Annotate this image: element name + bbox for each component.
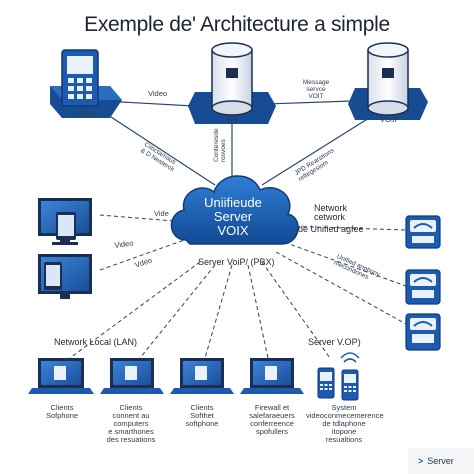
laptop-icon — [28, 358, 94, 394]
client-label-4: Firewall et salefaraeuers conferreence s… — [249, 403, 295, 436]
ip-phone-3[interactable] — [405, 313, 441, 351]
mobile-phones[interactable] — [317, 352, 360, 401]
laptop-4[interactable] — [240, 358, 304, 394]
wifi-icon — [340, 352, 360, 363]
ip-phone-1[interactable] — [405, 215, 441, 249]
tablet-icon — [56, 212, 76, 240]
footer-bar — [408, 448, 474, 474]
ip-phone-icon — [405, 269, 441, 305]
server-voip-lower-label: Server V.OP) — [308, 337, 361, 347]
left-device-upper[interactable] — [38, 198, 92, 245]
database-label: QS — [227, 115, 238, 124]
cloud-label: Uniifieude Server VOIX — [178, 196, 288, 238]
cloud-line-2: Server — [213, 209, 253, 224]
client-label-3: Clients Softhet softphone — [185, 403, 219, 428]
cloud-line-1: Uniifieude — [204, 195, 262, 210]
mobile-phone-icon — [341, 369, 359, 401]
voip-label: VOJP — [380, 115, 400, 124]
cloud-icon[interactable] — [170, 175, 299, 245]
video-label: Video — [148, 89, 168, 98]
dashed-connectors — [69, 214, 407, 359]
laptop-icon — [100, 358, 164, 394]
label-mid-upper: Conteresde rosvoes — [213, 128, 227, 162]
ip-phone-2[interactable] — [405, 269, 441, 305]
mobile-phone-icon — [317, 367, 335, 399]
chevron-right-icon: > — [418, 456, 424, 466]
client-label-2: Clients connent au computers e smarthone… — [106, 403, 156, 444]
laptop-2[interactable] — [100, 358, 164, 394]
voip-server-icon — [367, 42, 409, 116]
footer-label: Server — [427, 456, 454, 466]
left-device-lower[interactable] — [38, 254, 92, 299]
pbx-label: PBX — [78, 109, 94, 118]
client-label-1: Clients Sofphone — [45, 403, 79, 420]
cloud-line-3: VOIX — [217, 223, 249, 238]
server-voip-label: Server VoiP/ (PBX) — [198, 257, 275, 267]
network-label: Network cetwork — [314, 203, 348, 223]
ip-phone-icon — [405, 313, 441, 351]
pbx-node[interactable] — [50, 49, 122, 118]
unified-label: de Unified agfee — [298, 224, 364, 234]
message-label: Message servce VOIT — [302, 79, 330, 100]
pbx-phone-icon — [61, 49, 99, 107]
label-video-a: Vide — [154, 209, 169, 218]
database-icon — [211, 42, 253, 116]
laptop-icon — [170, 358, 234, 394]
footer-server-link[interactable]: >Server — [418, 456, 454, 466]
laptop-3[interactable] — [170, 358, 234, 394]
laptop-icon — [240, 358, 304, 394]
tablet-icon — [44, 262, 62, 290]
database-node[interactable] — [188, 42, 276, 124]
voip-node[interactable] — [348, 42, 428, 120]
page-title: Exemple de' Architecture a simple — [84, 13, 390, 36]
ip-phone-icon — [405, 215, 441, 249]
network-local-label: Network Local (LAN) — [54, 337, 138, 347]
laptop-1[interactable] — [28, 358, 94, 394]
client-label-5: System videoconmecemerence de tdlaphone … — [306, 403, 384, 444]
